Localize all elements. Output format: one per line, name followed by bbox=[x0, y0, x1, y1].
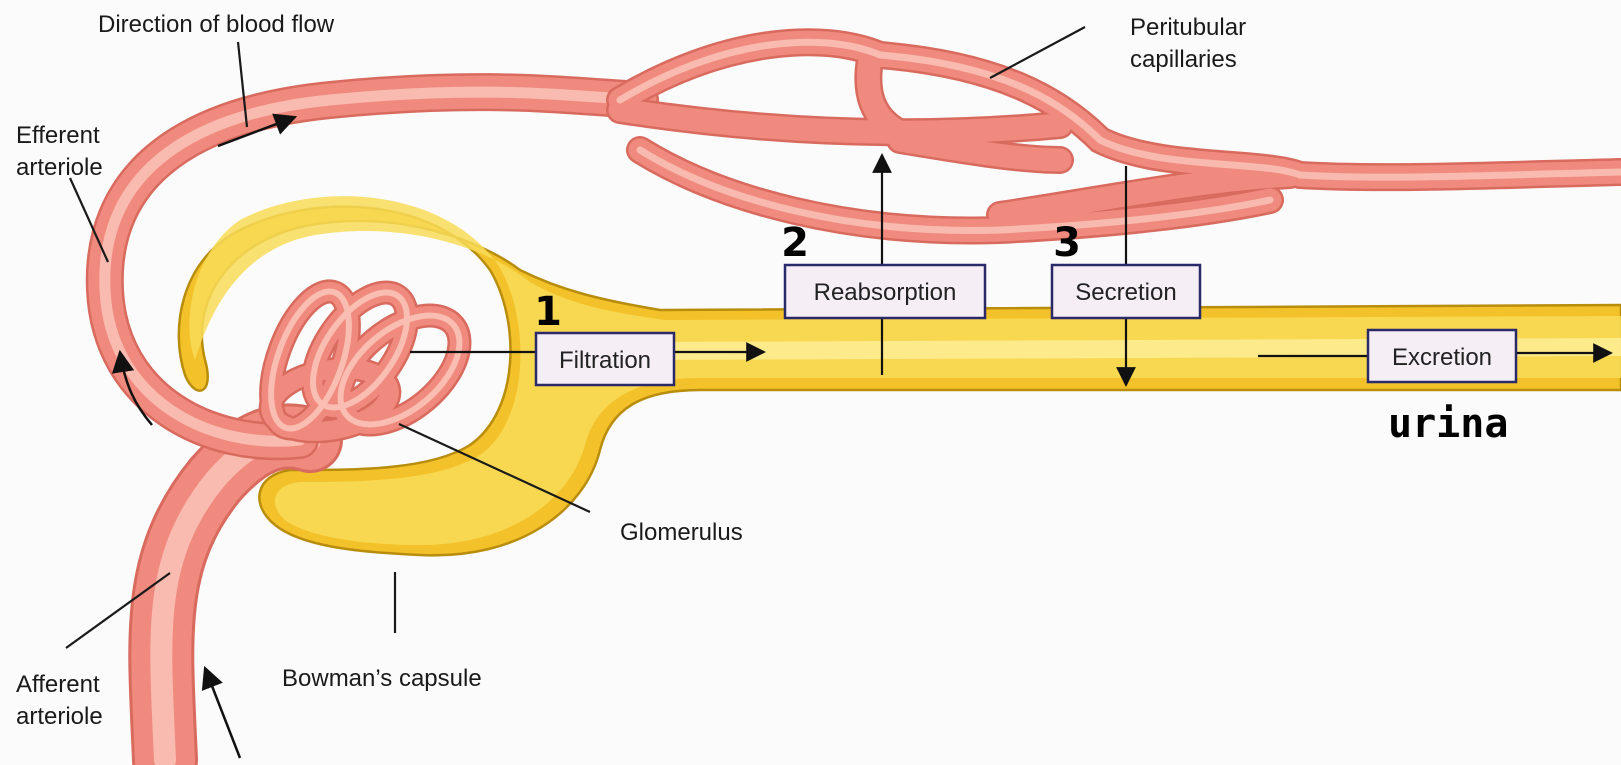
reabsorption-number: 2 bbox=[781, 220, 809, 266]
filtration-label: Filtration bbox=[559, 347, 651, 374]
filtration-number: 1 bbox=[534, 289, 562, 335]
peritubular-capillaries-label-line2: capillaries bbox=[1130, 46, 1237, 73]
reabsorption-label: Reabsorption bbox=[814, 279, 957, 306]
bowmans-capsule-label: Bowman’s capsule bbox=[282, 665, 482, 692]
direction-of-blood-flow-label: Direction of blood flow bbox=[98, 11, 335, 38]
glomerulus-coils bbox=[255, 276, 479, 445]
urina-label: urina bbox=[1388, 401, 1508, 447]
afferent-arteriole-label-line1: Afferent bbox=[16, 671, 100, 698]
glomerulus-label: Glomerulus bbox=[620, 519, 743, 546]
secretion-number: 3 bbox=[1053, 220, 1081, 266]
process-excretion: Excretion bbox=[1368, 330, 1516, 382]
efferent-arteriole-label-line1: Efferent bbox=[16, 122, 100, 149]
secretion-label: Secretion bbox=[1075, 279, 1176, 306]
excretion-label: Excretion bbox=[1392, 344, 1492, 371]
afferent-arteriole-label-line2: arteriole bbox=[16, 703, 103, 730]
efferent-arteriole-label-line2: arteriole bbox=[16, 154, 103, 181]
peritubular-capillaries-label-line1: Peritubular bbox=[1130, 14, 1246, 41]
